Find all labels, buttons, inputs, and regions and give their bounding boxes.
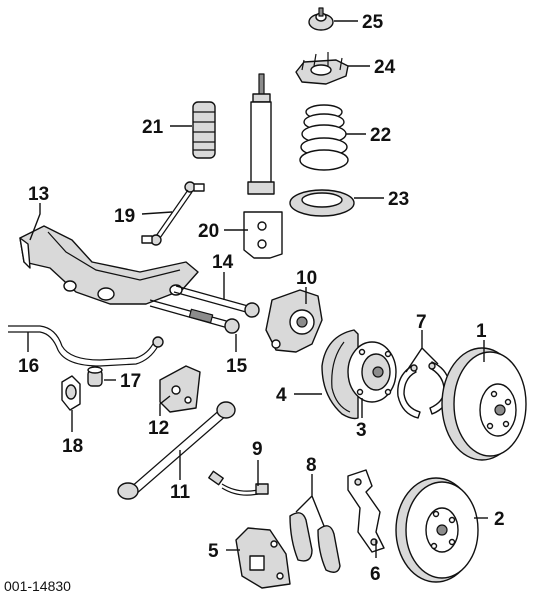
part-1-brake-drum xyxy=(441,347,527,461)
part-20-strut xyxy=(243,73,283,259)
callout-5: 5 xyxy=(208,541,219,562)
callout-13: 13 xyxy=(28,184,49,205)
callout-18: 18 xyxy=(62,436,83,457)
part-4-splash-shield xyxy=(321,329,359,420)
callout-9: 9 xyxy=(252,439,263,460)
callout-3: 3 xyxy=(356,420,367,441)
callout-19: 19 xyxy=(114,206,135,227)
callout-labels: 25 24 22 23 21 20 19 13 14 10 15 7 1 16 … xyxy=(18,12,505,585)
callout-6: 6 xyxy=(370,564,381,585)
callout-8: 8 xyxy=(306,455,317,476)
part-3-hub-bearing xyxy=(347,341,397,403)
callout-20: 20 xyxy=(198,221,219,242)
part-11-trailing-arm xyxy=(117,401,236,500)
part-23-spring-seat xyxy=(289,189,355,217)
callout-22: 22 xyxy=(370,125,391,146)
part-21-bump-stop xyxy=(192,101,216,159)
part-6-caliper-bracket xyxy=(347,469,385,553)
part-5-brake-caliper xyxy=(235,527,291,589)
part-9-brake-hose xyxy=(208,470,269,496)
callout-11: 11 xyxy=(170,482,191,503)
callout-7: 7 xyxy=(416,312,427,333)
leader-lines xyxy=(27,20,488,558)
part-19-stabilizer-link xyxy=(141,181,205,246)
callout-15: 15 xyxy=(226,356,248,377)
part-14-lateral-link xyxy=(173,285,260,318)
figure-id: 001-14830 xyxy=(4,578,71,594)
callout-4: 4 xyxy=(276,385,287,406)
part-22-coil-spring xyxy=(299,104,349,171)
callout-14: 14 xyxy=(212,252,234,273)
callout-16: 16 xyxy=(18,356,39,377)
callout-12: 12 xyxy=(148,418,169,439)
part-2-brake-rotor xyxy=(395,477,479,583)
part-25-nut xyxy=(308,7,334,31)
callout-10: 10 xyxy=(296,268,317,289)
part-12-mount-bracket xyxy=(159,365,201,413)
part-15-adjustable-link xyxy=(149,299,240,334)
part-24-strut-mount xyxy=(295,52,349,85)
callout-2: 2 xyxy=(494,509,505,530)
part-8-brake-pads xyxy=(289,512,341,573)
callout-1: 1 xyxy=(476,321,487,342)
part-17-bushing xyxy=(87,366,103,387)
callout-25: 25 xyxy=(362,12,384,33)
part-13-crossmember xyxy=(19,225,199,305)
part-16-stabilizer-bar xyxy=(8,325,164,367)
callout-21: 21 xyxy=(142,117,164,138)
callout-24: 24 xyxy=(374,57,396,78)
callout-17: 17 xyxy=(120,371,141,392)
callout-23: 23 xyxy=(388,189,409,210)
part-10-knuckle xyxy=(265,289,323,353)
part-18-bracket xyxy=(61,375,81,411)
